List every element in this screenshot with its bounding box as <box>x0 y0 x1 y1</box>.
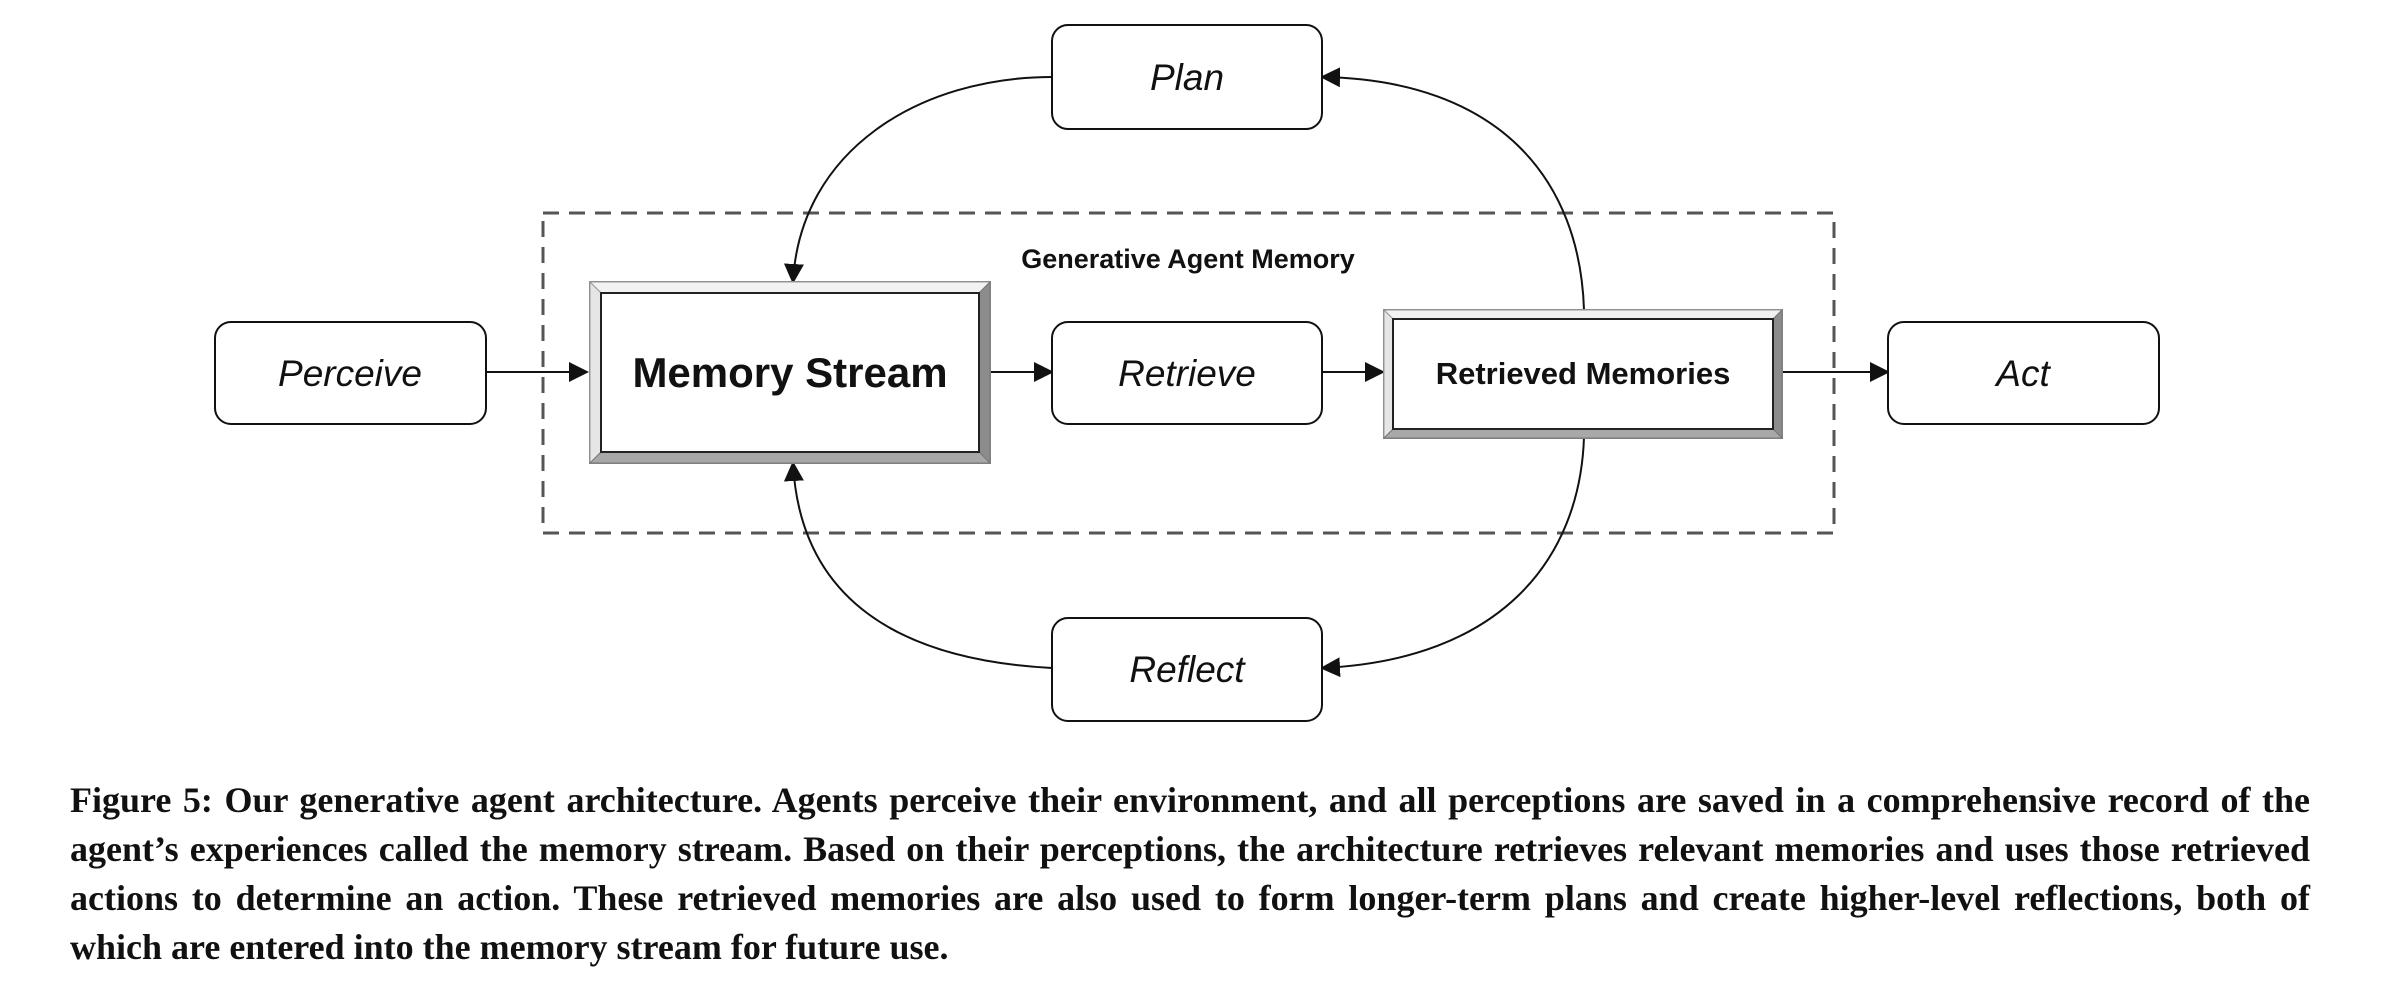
node-perceive: Perceive <box>214 321 487 425</box>
edge-retrieved-to-plan <box>1320 67 1585 311</box>
node-retrieved-memories-label: Retrieved Memories <box>1436 356 1731 391</box>
architecture-diagram: Generative Agent Memory Plan Perceive Me… <box>214 24 2160 722</box>
node-retrieve-label: Retrieve <box>1118 353 1256 394</box>
node-plan-label: Plan <box>1150 57 1224 98</box>
node-perceive-label: Perceive <box>278 353 422 394</box>
figure-caption: Figure 5: Our generative agent architect… <box>70 780 2310 967</box>
node-plan: Plan <box>1051 24 1323 130</box>
node-retrieve: Retrieve <box>1051 321 1323 425</box>
node-retrieved-memories: Retrieved Memories <box>1382 308 1784 440</box>
node-act-label: Act <box>1994 353 2051 394</box>
node-reflect-label: Reflect <box>1129 649 1246 690</box>
edges <box>486 67 1890 678</box>
container-label: Generative Agent Memory <box>1021 244 1355 274</box>
edge-plan-to-memory <box>783 76 1053 284</box>
node-memory-stream: Memory Stream <box>588 280 992 465</box>
node-act: Act <box>1887 321 2160 425</box>
edge-reflect-to-memory <box>783 461 1053 669</box>
node-reflect: Reflect <box>1051 617 1323 722</box>
edge-retrieved-to-reflect <box>1320 436 1585 678</box>
memory-container: Generative Agent Memory <box>541 211 1836 535</box>
node-memory-stream-label: Memory Stream <box>632 349 947 396</box>
